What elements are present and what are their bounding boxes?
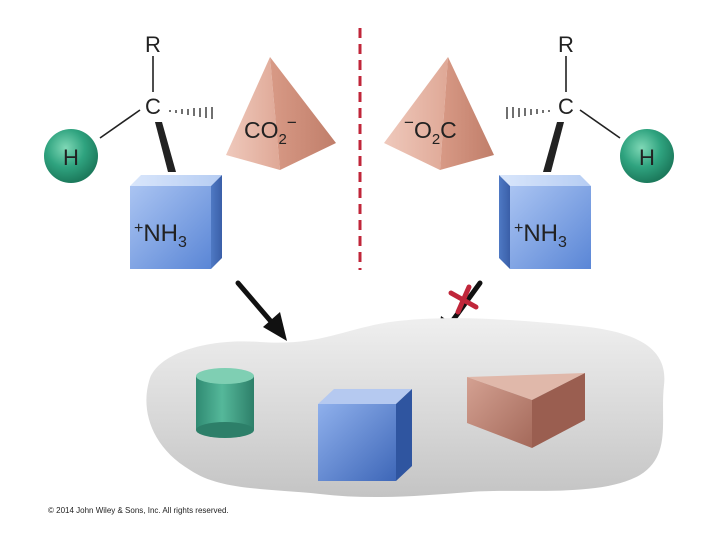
copyright-notice: © 2014 John Wiley & Sons, Inc. All right… bbox=[48, 506, 229, 515]
wedge-pocket bbox=[467, 373, 585, 448]
right-wedge-bond bbox=[543, 122, 564, 172]
right-r-label: R bbox=[558, 32, 574, 57]
right-c-label: C bbox=[558, 94, 574, 119]
right-h-label: H bbox=[639, 145, 655, 170]
right-hash-bond bbox=[506, 107, 550, 119]
left-hash-bond bbox=[169, 107, 213, 119]
left-carboxylate-label: CO2− bbox=[244, 113, 297, 148]
left-ammonium-cube bbox=[130, 175, 222, 269]
left-binding-arrow bbox=[235, 280, 287, 341]
left-h-sphere bbox=[44, 129, 98, 183]
left-h-label: H bbox=[63, 145, 79, 170]
right-molecule: R C H −O2C +NH3 bbox=[384, 32, 674, 269]
right-ammonium-label: +NH3 bbox=[514, 220, 567, 251]
left-wedge-bond bbox=[155, 122, 176, 172]
left-h-bond bbox=[99, 109, 141, 139]
left-r-label: R bbox=[145, 32, 161, 57]
left-molecule: R C H CO2− +NH3 bbox=[44, 32, 336, 269]
blocked-x-mark bbox=[448, 284, 479, 315]
cylinder-pocket bbox=[196, 368, 254, 438]
right-carboxylate-label: −O2C bbox=[404, 113, 457, 148]
left-c-label: C bbox=[145, 94, 161, 119]
right-ammonium-cube bbox=[499, 175, 591, 269]
cube-pocket bbox=[318, 389, 412, 481]
right-carboxylate-pyramid bbox=[384, 57, 494, 170]
right-h-bond bbox=[579, 109, 621, 139]
right-h-sphere bbox=[620, 129, 674, 183]
left-ammonium-label: +NH3 bbox=[134, 220, 187, 251]
left-carboxylate-pyramid bbox=[226, 57, 336, 170]
